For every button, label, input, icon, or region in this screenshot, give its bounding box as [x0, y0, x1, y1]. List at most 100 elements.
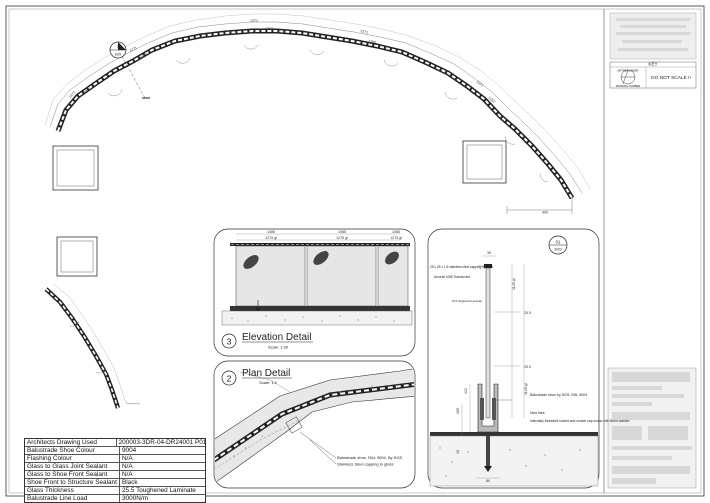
spec-value: N/A	[122, 455, 133, 462]
elev-dim-f: 1275 gl	[390, 236, 402, 240]
elev-glass-panel-1	[235, 245, 306, 307]
section-note-shoe: Balustrade shoe by SGS. RAL 9004	[530, 393, 587, 397]
spec-label: Glass Thickness	[25, 487, 120, 494]
elev-slab	[221, 310, 413, 326]
plan-dim-9: 1271	[475, 80, 484, 88]
plan-number-badge	[221, 370, 237, 386]
elevation-title: Elevation Detail	[242, 332, 311, 343]
plan-dim-400: 400	[542, 211, 548, 215]
plan-detail-scale: Scale: 1:2	[259, 380, 278, 385]
plan-detail-frame	[213, 360, 416, 489]
section-note-socket: Internally threaded socket and socket ca…	[530, 419, 631, 423]
sheet-border	[5, 5, 705, 497]
plan-number: 2	[227, 373, 232, 383]
curved-balustrade-plan: 1271 1293 1271 1260 1271 1262 1271 1260 …	[44, 13, 591, 277]
balustrade-run-secondary	[44, 283, 141, 409]
spec-label: Flashing Colour	[25, 455, 120, 462]
elev-shoe	[230, 306, 410, 311]
sheet-inner-border	[8, 8, 702, 494]
elevation-detail: 1085 1275 gl 1085 1275 gl 1085 1275 gl	[213, 228, 416, 357]
elev-dim-c: 1085	[338, 230, 346, 234]
spec-value: 3000N/m	[122, 495, 148, 502]
callout-main-top: 1	[117, 44, 120, 49]
section-frame	[427, 228, 600, 489]
section-dim-b4: 80	[486, 479, 490, 483]
section-glass	[485, 267, 491, 419]
section-dim-w1: 35	[487, 251, 491, 255]
section-note-glass: 25.5 Toughened Laminate	[452, 299, 483, 303]
drawing-label: DRAWING NUMBER	[616, 84, 641, 88]
balustrade-run-glass	[57, 30, 573, 199]
section-callout-bottom: E09	[554, 246, 562, 251]
plan-dim-1: 1271	[68, 90, 76, 98]
key-title: KEY	[648, 62, 657, 67]
spec-label: Glass to Shoe Front Sealant	[25, 471, 120, 478]
elevation-number: 3	[227, 336, 232, 346]
elevation-number-badge	[221, 333, 237, 349]
section-note-capping: 25 x 25 x 1.5 stainless steel capping by…	[430, 265, 493, 269]
plan-dim-6: 1262	[265, 27, 273, 31]
elev-dim-a: 1085	[267, 230, 275, 234]
plan-dim-4: 1260	[139, 52, 148, 59]
elevation-scale: Scale: 1:30	[268, 345, 289, 350]
section-dim-b1: 121	[464, 388, 468, 394]
spec-label: Glass to Glass Joint Sealant	[25, 463, 120, 470]
elev-glass-logos	[243, 251, 399, 269]
elev-dim-b: 1275 gl	[265, 236, 277, 240]
spec-value: Black	[122, 479, 138, 486]
plan-dim-5: 1271	[250, 19, 258, 23]
column-right	[462, 140, 507, 184]
column-left	[52, 145, 99, 191]
elev-dim-d: 1275 gl	[336, 236, 348, 240]
spec-value: 25.5 Toughened Laminate	[122, 487, 196, 494]
balustrade-run-main	[55, 28, 575, 200]
section-dim-h1: 1149 gl	[512, 278, 516, 290]
plan-dim-3: 1271	[129, 46, 138, 53]
plan-dim-2: 1293	[81, 88, 90, 96]
plan-detail-shoe	[215, 367, 414, 487]
section-note-tiles: New tiles	[530, 411, 545, 415]
dimension-chain-outer	[49, 21, 583, 194]
plan-dim-8: 1260	[368, 39, 377, 45]
section-dim-b3: 10	[456, 450, 460, 454]
metric-label: METRE NUMBER	[617, 69, 638, 73]
section-detail: 01 E09 35 1149 gl 1149 gl 25.5 25.5 121	[427, 228, 631, 489]
plan-dim-7: 1271	[360, 29, 369, 35]
section-dim-h2: 1149 gl	[524, 383, 528, 395]
plan-detail: 2 Plan Detail Scale: 1:2 Balustrade shoe…	[213, 360, 416, 489]
section-dim-t2: 25.5	[524, 365, 531, 369]
spec-label: Balustrade Shoe Colour	[25, 447, 120, 454]
spec-label: Balustrade Line Load	[25, 495, 120, 502]
title-block: KEY DO NOT SCALE !! METRE NUMBER DRAWING…	[603, 9, 697, 493]
elev-dim-e: 1085	[392, 230, 400, 234]
do-not-scale-note: DO NOT SCALE !!	[651, 75, 691, 81]
section-dim-t1: 25.5	[524, 311, 531, 315]
spec-label: Architects Drawing Used	[25, 439, 117, 446]
elevation-frame	[213, 228, 416, 357]
spec-value: N/A	[122, 471, 133, 478]
section-slab	[429, 435, 599, 487]
dimension-chain-overall	[44, 13, 591, 190]
spec-value: 9004	[122, 447, 137, 454]
plan-note-shoe: Balustrade shoe. RAL 9004. By SGS	[337, 455, 403, 460]
section-tiles	[430, 432, 598, 436]
plan-dim-10: 1262	[487, 96, 496, 104]
section-note-gasket: Amorail 1096 Translucent	[434, 275, 470, 279]
elev-capping	[230, 243, 410, 246]
angle-markers	[107, 44, 549, 183]
section-callout-top: 01	[556, 239, 561, 244]
column-lower-left	[56, 236, 98, 277]
section-dim-b2: 165	[456, 408, 460, 414]
key-box	[609, 61, 697, 89]
